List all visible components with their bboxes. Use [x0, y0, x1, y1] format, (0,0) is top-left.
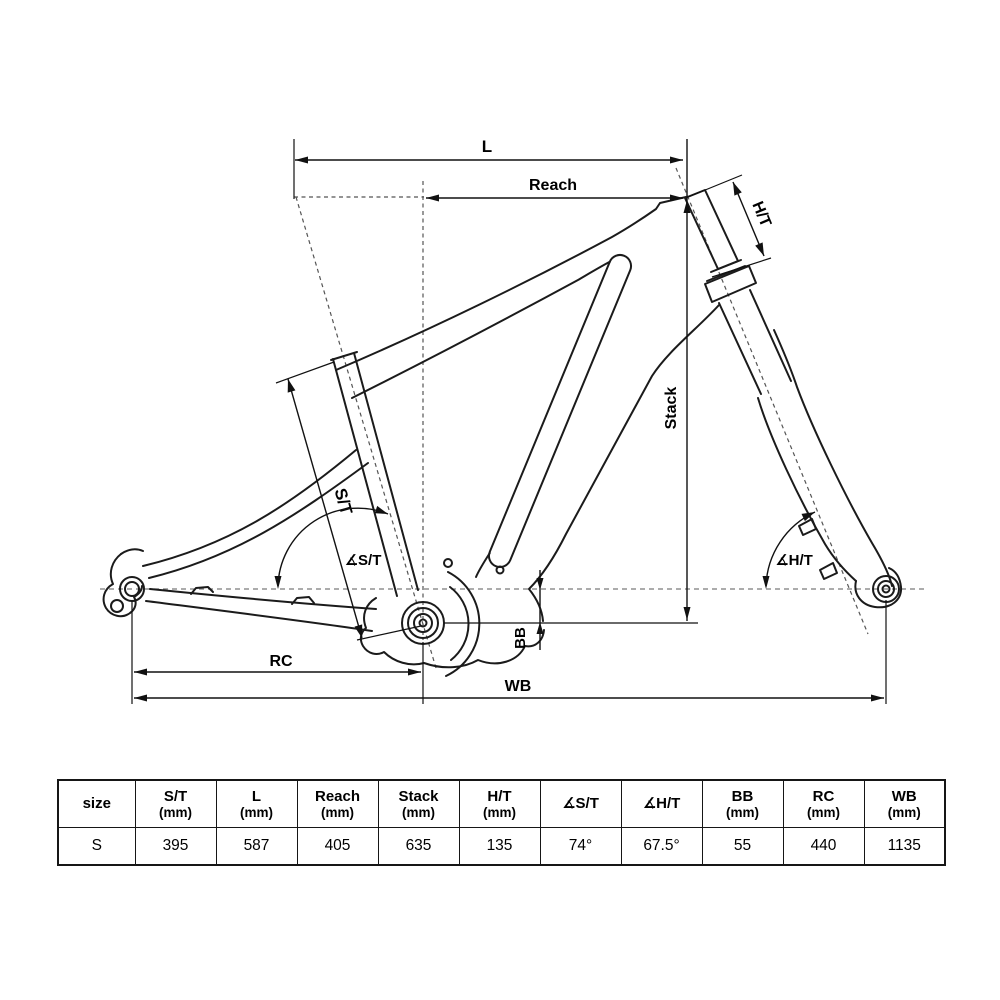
derailleur-hanger-hole — [110, 599, 124, 613]
col-header-bb: BB(mm) — [701, 779, 784, 828]
construction-lines — [100, 167, 928, 669]
label-seat-tube: S/T — [331, 486, 357, 517]
bb-shell-inner — [413, 613, 433, 633]
motor-bolt-2 — [495, 565, 505, 575]
col-header-ht: H/T(mm) — [458, 779, 541, 828]
geometry-table: size S/T(mm) L(mm) Reach(mm) Stack(mm) H… — [57, 779, 946, 866]
col-header-st-angle: ∡S/T — [539, 779, 622, 828]
seat-tube-axis — [295, 196, 437, 669]
seat-tube-left-edge — [332, 358, 398, 597]
cell-ht-angle: 67.5° — [620, 827, 703, 866]
bb-shell-mid — [407, 607, 439, 639]
dim-stack: Stack — [444, 139, 698, 624]
label-head-tube-angle: ∡H/T — [775, 552, 813, 569]
fork-stanchion-left — [718, 302, 762, 395]
label-seat-tube-angle: ∡S/T — [345, 552, 382, 569]
seat-stay-lower — [148, 462, 369, 579]
label-bb-drop: BB — [512, 627, 529, 649]
col-header-rc: RC(mm) — [782, 779, 865, 828]
col-header-wb: WB(mm) — [863, 779, 946, 828]
col-header-l: L(mm) — [215, 779, 298, 828]
motor-housing — [359, 597, 545, 669]
fork-stanchion-right — [749, 289, 792, 382]
label-top-length: L — [482, 137, 492, 156]
label-wheelbase: WB — [505, 678, 532, 695]
cell-size: S — [57, 827, 136, 866]
fork-lower-leg-right — [773, 329, 893, 587]
col-header-st: S/T(mm) — [134, 779, 217, 828]
battery-to-motor-edge — [475, 552, 491, 578]
headset-cone-1 — [710, 259, 742, 273]
label-stack: Stack — [663, 387, 680, 430]
label-head-tube: H/T — [748, 199, 774, 230]
cell-st: 395 — [134, 827, 217, 866]
cell-reach: 405 — [296, 827, 379, 866]
down-tube-front-edge — [528, 304, 720, 622]
top-tube-lower-edge — [351, 260, 611, 399]
rear-dropout-top — [120, 548, 144, 555]
front-axle-mid — [877, 580, 895, 598]
fork-brake-tab-1 — [798, 518, 817, 536]
cell-l: 587 — [215, 827, 298, 866]
rear-axle-inner — [124, 581, 140, 597]
fork-dropout — [854, 567, 903, 609]
col-header-stack: Stack(mm) — [377, 779, 460, 828]
seat-tube-top-cap — [330, 351, 358, 361]
dim-wheelbase: WB — [134, 600, 887, 704]
motor-bolt-1 — [443, 558, 453, 568]
dim-bb-drop: BB — [512, 570, 544, 650]
dim-head-tube: H/T — [687, 174, 774, 278]
dim-reach: Reach — [426, 177, 683, 202]
bb-spindle — [418, 618, 428, 628]
table-row-size-s: S 395 587 405 635 135 74° 67.5° 55 440 1… — [57, 827, 946, 866]
frame — [102, 189, 903, 677]
front-axle-inner — [881, 584, 891, 594]
dim-head-tube-angle: ∡H/T — [762, 511, 816, 589]
col-header-reach: Reach(mm) — [296, 779, 379, 828]
cell-ht: 135 — [458, 827, 541, 866]
chainring-arc-outer — [445, 571, 481, 677]
cell-stack: 635 — [377, 827, 460, 866]
table-header-row: size S/T(mm) L(mm) Reach(mm) Stack(mm) H… — [57, 779, 946, 828]
col-header-size: size — [57, 779, 136, 828]
dim-seat-tube-angle: ∡S/T — [274, 505, 389, 589]
label-rear-center: RC — [269, 653, 293, 670]
cell-wb: 1135 — [863, 827, 946, 866]
cell-st-angle: 74° — [539, 827, 622, 866]
battery-cover — [488, 253, 632, 569]
dim-top-length: L — [293, 137, 683, 199]
top-tube-upper-edge — [335, 196, 687, 371]
fork-brake-tab-2 — [819, 562, 838, 580]
cell-bb: 55 — [701, 827, 784, 866]
cable-guide-bump-2 — [291, 596, 315, 605]
dim-rear-center: RC — [131, 601, 424, 704]
label-reach: Reach — [529, 177, 577, 194]
cell-rc: 440 — [782, 827, 865, 866]
head-tube — [684, 189, 739, 270]
seat-stay-upper — [142, 449, 357, 567]
cable-guide-bump-1 — [190, 586, 214, 595]
col-header-ht-angle: ∡H/T — [620, 779, 703, 828]
fork-crown — [704, 265, 757, 303]
chain-stay-lower — [145, 600, 373, 632]
seat-tube-right-edge — [353, 352, 419, 591]
